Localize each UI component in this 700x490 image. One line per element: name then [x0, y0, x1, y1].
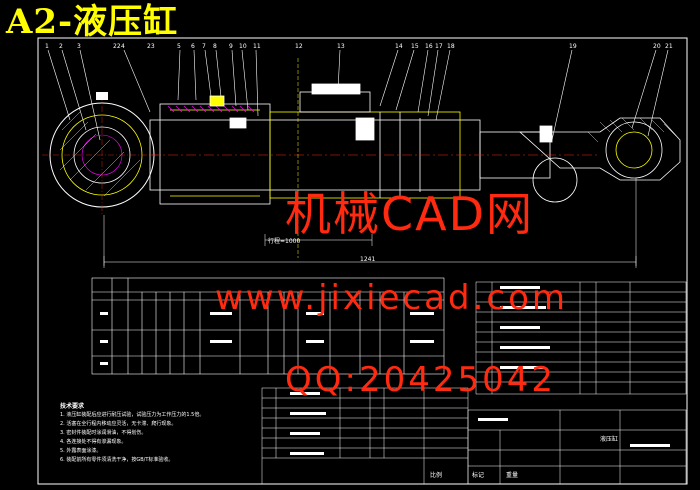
note-line: 3. 密封件装配时涂润滑油，不得划伤。: [60, 430, 147, 436]
note-line: 2. 活塞在全行程内移动应灵活，无卡滞、爬行现象。: [60, 421, 177, 427]
total-length-dimension-label: 1241: [360, 256, 376, 263]
part-number-label: 5: [177, 43, 181, 50]
note-line: 4. 各连接处不得有渗漏现象。: [60, 439, 127, 445]
part-number-label: 15: [411, 43, 419, 50]
notes-title: 技术要求: [60, 403, 85, 410]
parameter-table: [91, 277, 445, 375]
watermark-url: www.jixiecad.com: [215, 278, 569, 318]
watermark-site-name: 机械CAD网: [285, 187, 535, 241]
part-number-label: 21: [665, 43, 673, 50]
left-rod-eye: [42, 92, 162, 215]
part-number-label: 14: [395, 43, 403, 50]
title-block-label-weight: 重量: [506, 472, 519, 479]
part-number-label: 12: [295, 43, 303, 50]
watermark-qq: QQ:20425042: [285, 360, 557, 400]
dimension-lines: [103, 178, 637, 268]
bom-table-right: [475, 281, 687, 395]
title-block-name: 液压缸: [600, 436, 619, 443]
part-number-label: 3: [77, 43, 81, 50]
part-number-label: 22: [113, 43, 121, 50]
part-number-label: 8: [213, 43, 217, 50]
part-number-label: 11: [253, 43, 261, 50]
part-number-label: 7: [202, 43, 206, 50]
table-text-marks: [100, 286, 670, 455]
note-line: 6. 装配前所有零件须清洗干净，按GB/T标准验收。: [60, 457, 174, 463]
part-number-label: 16: [425, 43, 433, 50]
part-number-label: 6: [191, 43, 195, 50]
title-block: [467, 409, 687, 485]
bom-table-bottom: [261, 387, 469, 485]
note-line: 1. 液压缸装配后应进行耐压试验，试验压力为工作压力的1.5倍。: [60, 412, 205, 418]
part-number-label: 2: [59, 43, 63, 50]
part-number-label: 17: [435, 43, 443, 50]
part-number-label: 4: [121, 43, 125, 50]
title-block-label-mark: 标记: [472, 472, 485, 479]
part-number-label: 18: [447, 43, 455, 50]
note-line: 5. 外露表面涂漆。: [60, 448, 102, 454]
part-number-label: 20: [653, 43, 661, 50]
part-number-label: 1: [45, 43, 49, 50]
right-rod-eye: [518, 117, 681, 203]
drawing-title: A2-液压缸: [6, 2, 179, 42]
part-number-label: 10: [239, 43, 247, 50]
title-block-label-scale: 比例: [430, 472, 443, 479]
part-number-label: 23: [147, 43, 155, 50]
part-number-label: 9: [229, 43, 233, 50]
part-leaders: [47, 49, 669, 141]
stroke-dimension-label: 行程=1000: [268, 238, 301, 245]
technical-notes: 技术要求 1. 液压缸装配后应进行耐压试验，试验压力为工作压力的1.5倍。 2.…: [60, 402, 260, 465]
part-number-label: 13: [337, 43, 345, 50]
part-number-label: 19: [569, 43, 577, 50]
